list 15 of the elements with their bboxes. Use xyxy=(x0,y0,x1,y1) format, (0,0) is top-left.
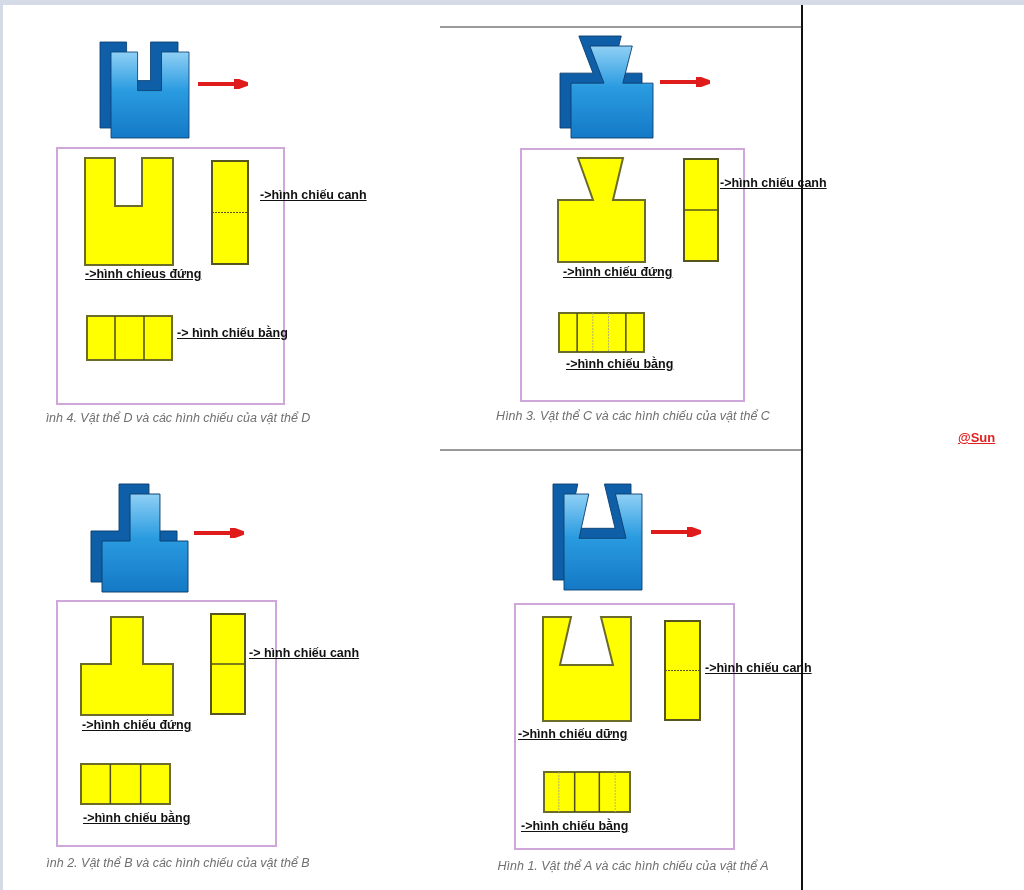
figure-caption: Hình 1. Vật thể A và các hình chiếu của vật thể A xyxy=(496,858,770,875)
view-label: ->hình chieus đứng xyxy=(85,267,202,281)
view-label: ->hình chiếu dững xyxy=(518,727,628,741)
view-label: ->hình chiếu bằng xyxy=(566,357,674,371)
view-label: ->hình chiếu bằng xyxy=(83,811,191,825)
view-label: ->hình chiếu canh xyxy=(260,188,367,202)
figure-caption: ình 4. Vật thể D và các hình chiếu của vật thể D xyxy=(44,410,312,427)
signature-text: @Sun xyxy=(958,430,996,445)
view-label: -> hình chiếu canh xyxy=(249,646,360,660)
figure-caption: Hình 3. Vật thể C và các hình chiếu của vật thể C xyxy=(495,408,771,425)
figure-caption: ình 2. Vật thể B và các hình chiếu của vật thể B xyxy=(45,855,311,872)
view-label: ->hình chiếu bằng xyxy=(521,819,629,833)
view-label: ->hình chiếu đứng xyxy=(82,718,192,732)
view-label: -> hình chiếu bằng xyxy=(177,326,288,340)
view-label: ->hình chiếu đứng xyxy=(563,265,673,279)
